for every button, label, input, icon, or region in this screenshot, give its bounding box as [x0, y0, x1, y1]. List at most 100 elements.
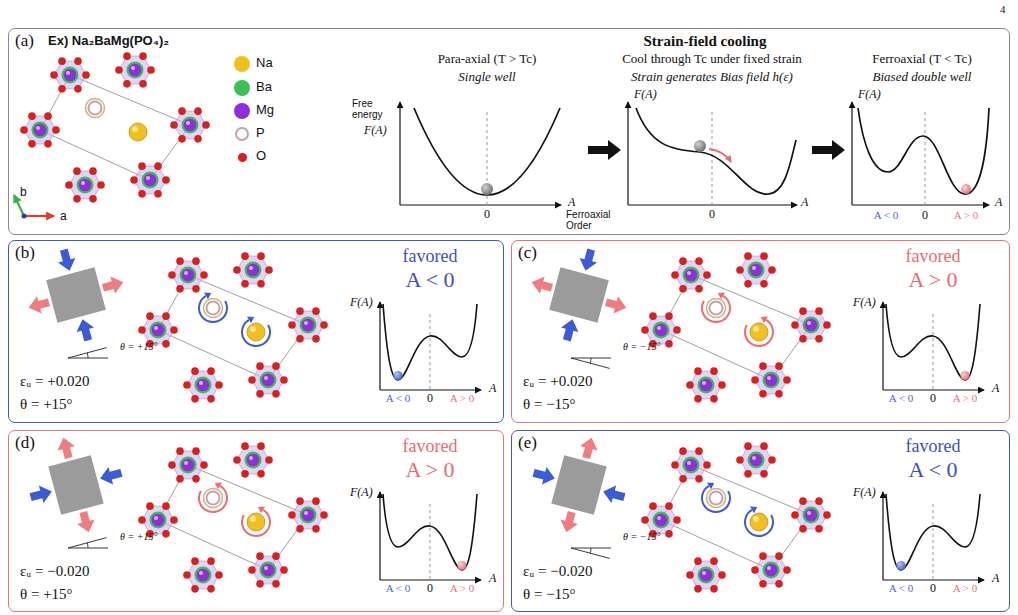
illustration-use	[380, 302, 481, 390]
figure-label: F(A)	[634, 88, 657, 102]
axis-label: A	[992, 382, 999, 396]
tick-label: A > 0	[953, 582, 978, 595]
illustration-line	[712, 112, 713, 205]
figure-label: A	[995, 196, 1002, 210]
strain-value: εᵤ = +0.020	[523, 373, 592, 390]
angle-value: θ = +15°	[20, 396, 73, 413]
figure-label: 4	[1000, 3, 1006, 16]
illustration-line	[571, 548, 610, 558]
axis-label: F(A)	[350, 296, 373, 310]
tick-label: A > 0	[450, 582, 475, 595]
angle-value: θ = −15°	[523, 396, 576, 413]
favored-order: A > 0	[405, 457, 454, 482]
panel-label: (e)	[518, 433, 537, 453]
axis-label: F(A)	[350, 486, 373, 500]
illustration-path	[414, 108, 560, 195]
tick-label: 0	[427, 392, 433, 406]
tick-label: A < 0	[889, 392, 914, 405]
favored-order: A < 0	[405, 267, 454, 292]
illustration-path	[590, 548, 592, 553]
favored-order: A > 0	[908, 267, 957, 292]
favored-label: favored	[403, 436, 458, 457]
illustration-circle	[481, 183, 493, 195]
illustration-path	[590, 358, 592, 363]
strain-value: εᵤ = −0.020	[20, 563, 89, 580]
illustration-line	[852, 204, 989, 205]
figure-label: A < 0	[874, 209, 899, 222]
angle-label: θ = −15°	[623, 341, 660, 353]
figure-label: A	[801, 196, 808, 210]
angle-value: θ = −15°	[523, 586, 576, 603]
illustration-path	[858, 108, 989, 194]
figure-label: Ex) Na₂BaMg(PO₄)₂	[48, 34, 169, 49]
axis-label: A	[489, 572, 496, 586]
angle-label: θ = +15°	[120, 341, 157, 353]
angle-label: θ = +15°	[120, 531, 157, 543]
panel-label: (d)	[15, 433, 35, 453]
illustration-use	[641, 252, 831, 402]
legend-swatch	[234, 103, 250, 119]
figure-label: A	[568, 196, 575, 210]
illustration-use	[702, 292, 730, 322]
illustration-use	[20, 52, 210, 202]
illustration-line	[627, 102, 628, 205]
tick-label: 0	[930, 392, 936, 406]
illustration-use	[138, 442, 328, 592]
figure-label: Para-axial (T > Tc)	[438, 52, 537, 67]
illustration-use	[702, 482, 730, 512]
favored-label: favored	[403, 246, 458, 267]
axis-label: A	[489, 382, 496, 396]
figure-label: b	[20, 186, 27, 200]
illustration-path	[636, 108, 796, 194]
figure-label: 0	[922, 209, 928, 223]
illustration-use	[521, 426, 637, 545]
illustration-path	[87, 543, 89, 548]
illustration-use	[18, 426, 134, 545]
illustration-line	[571, 358, 610, 368]
illustration-polygon	[588, 140, 621, 160]
figure-label: Single well	[458, 70, 515, 85]
illustration-use	[520, 237, 639, 353]
figure-label: F(A)	[858, 88, 881, 102]
illustration-line	[24, 215, 54, 217]
tick-label: A > 0	[953, 392, 978, 405]
illustration-line	[400, 204, 561, 205]
legend-text: P	[256, 126, 265, 141]
illustration-use	[745, 506, 773, 536]
tick-label: A < 0	[386, 582, 411, 595]
strain-value: εᵤ = −0.020	[523, 563, 592, 580]
angle-value: θ = +15°	[20, 586, 73, 603]
figure-label: Strain-field cooling	[644, 33, 767, 50]
illustration-circle	[694, 140, 706, 152]
panel-label: (b)	[15, 243, 35, 263]
illustration-use	[242, 316, 270, 346]
illustration-use	[138, 252, 328, 402]
panel-label: (c)	[518, 243, 537, 263]
illustration-use	[199, 482, 227, 512]
illustration-use	[883, 302, 984, 390]
tick-label: 0	[427, 582, 433, 596]
favored-label: favored	[906, 436, 961, 457]
illustration-use	[199, 292, 227, 322]
illustration-use	[242, 506, 270, 536]
legend-text: Na	[256, 56, 273, 71]
legend-swatch	[235, 127, 249, 141]
illustration-line	[925, 112, 926, 205]
figure-label: a	[60, 210, 67, 224]
illustration-use	[641, 442, 831, 592]
favored-order: A < 0	[908, 457, 957, 482]
illustration-line	[68, 538, 107, 548]
figure-label: A > 0	[954, 209, 979, 222]
illustration-polygon	[812, 140, 845, 160]
figure-label: Ferroaxial Order	[566, 209, 622, 231]
illustration-path	[709, 149, 731, 162]
illustration-use	[883, 492, 984, 580]
favored-label: favored	[906, 246, 961, 267]
figure-label: F(A)	[364, 124, 387, 138]
illustration-use	[745, 316, 773, 346]
illustration-circle	[22, 214, 27, 219]
figure-label: 0	[484, 208, 490, 222]
figure-label: 0	[709, 208, 715, 222]
